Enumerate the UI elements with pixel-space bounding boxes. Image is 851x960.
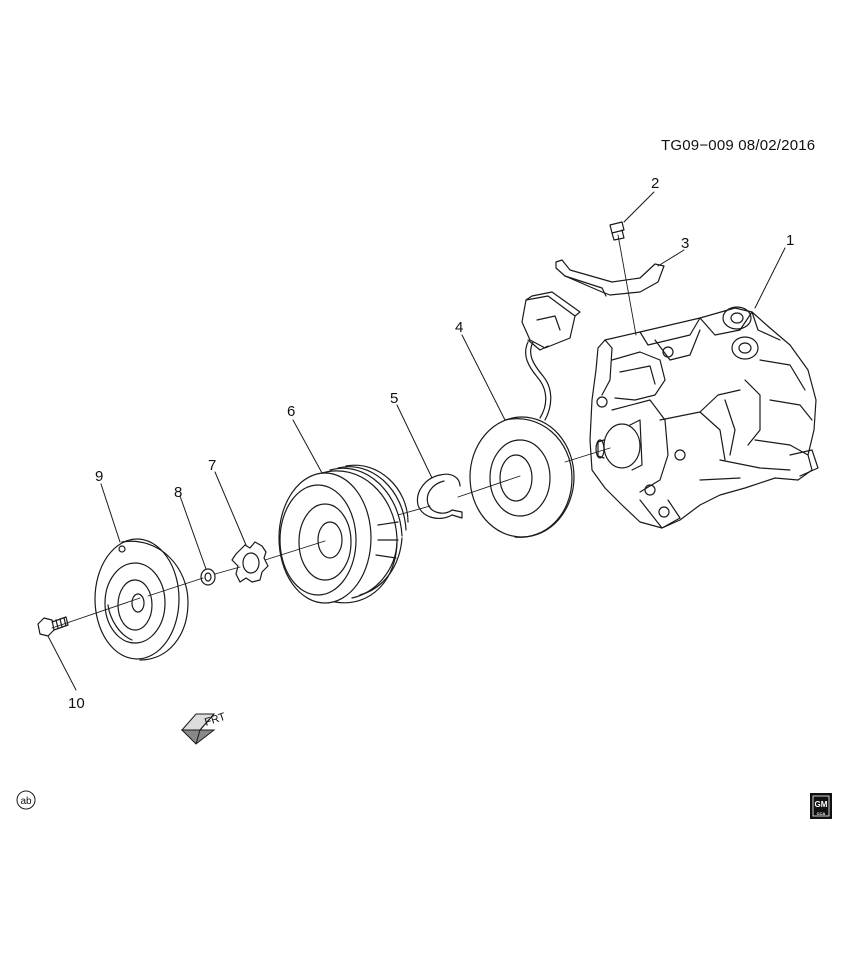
gm-logo-brand: GM bbox=[815, 800, 828, 809]
part-5-snap-ring bbox=[416, 473, 463, 519]
leader-lines bbox=[47, 191, 786, 691]
part-9-clutch-plate bbox=[94, 538, 189, 661]
ab-label: ab bbox=[20, 796, 32, 807]
gm-logo-sub: CCA bbox=[817, 811, 826, 816]
gm-logo: GM CCA bbox=[810, 793, 832, 819]
reference-code: TG09−009 08/02/2016 bbox=[661, 137, 816, 154]
callout-10: 10 bbox=[68, 695, 85, 712]
callout-8: 8 bbox=[174, 484, 182, 501]
part-2-bolt bbox=[609, 221, 625, 241]
callout-1: 1 bbox=[786, 232, 794, 249]
part-4-clutch-coil bbox=[469, 291, 581, 538]
part-3-bracket bbox=[555, 259, 665, 297]
front-direction-indicator: FRT bbox=[180, 711, 227, 745]
callout-labels: 1 2 3 4 5 6 7 8 9 10 bbox=[68, 175, 794, 712]
callout-6: 6 bbox=[287, 403, 295, 420]
part-1-compressor bbox=[589, 306, 819, 529]
assembly-axis-lines bbox=[51, 234, 637, 629]
callout-4: 4 bbox=[455, 319, 463, 336]
part-8-washer bbox=[200, 568, 216, 586]
part-6-pulley bbox=[278, 464, 409, 604]
callout-2: 2 bbox=[651, 175, 659, 192]
callout-9: 9 bbox=[95, 468, 103, 485]
callout-3: 3 bbox=[681, 235, 689, 252]
part-10-bolt bbox=[37, 616, 69, 637]
ab-badge: ab bbox=[16, 790, 36, 810]
part-7-lock-washer bbox=[231, 541, 269, 583]
callout-5: 5 bbox=[390, 390, 398, 407]
callout-7: 7 bbox=[208, 457, 216, 474]
